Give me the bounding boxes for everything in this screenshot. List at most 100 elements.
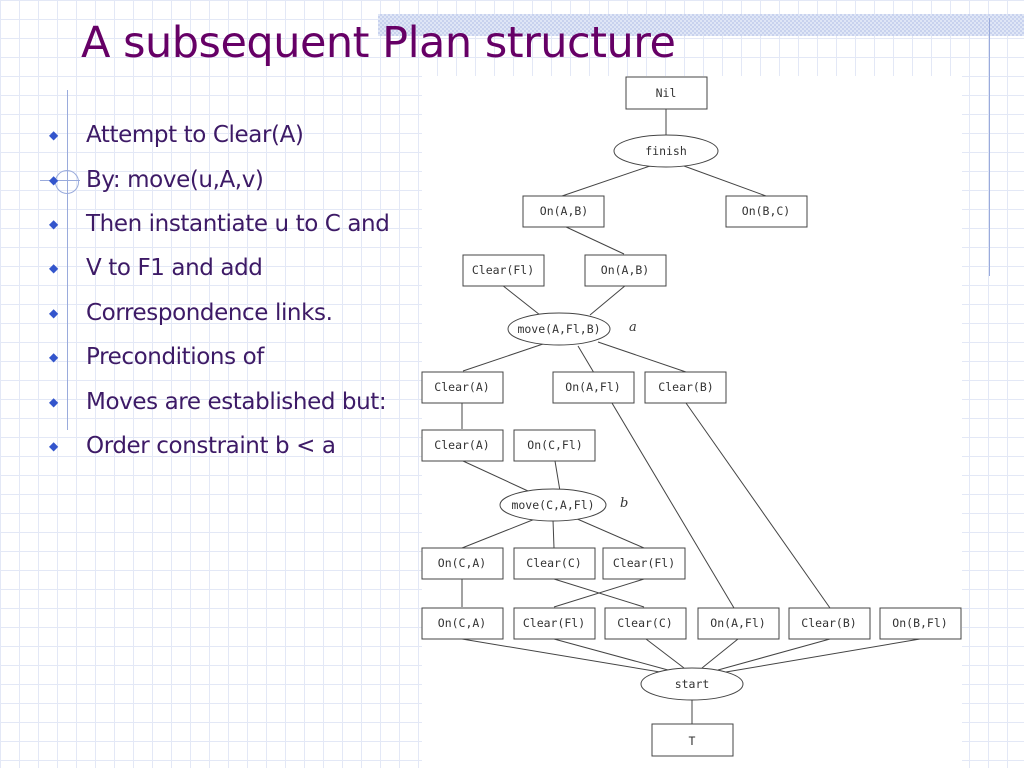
node-clear-b-pre-a	[644, 371, 727, 404]
node-start-on-a-fl	[697, 607, 780, 640]
node-nil	[625, 76, 708, 110]
node-label: Clear(A)	[434, 380, 489, 394]
diagram-panel	[422, 76, 962, 768]
diamond-icon: ◆	[49, 305, 59, 320]
node-start-clear-c	[604, 607, 687, 640]
bullet-text: By: move(u,A,v)	[86, 166, 264, 193]
node-on-c-fl-pre-b	[513, 429, 596, 462]
bullet-text: Attempt to Clear(A)	[86, 122, 304, 149]
bullet-item: ◆ Preconditions of	[49, 335, 389, 379]
node-label: Clear(A)	[434, 438, 489, 452]
bullet-item: ◆ Moves are established but:	[49, 379, 389, 423]
edge	[683, 165, 767, 197]
node-on-a-fl-pre-a	[552, 371, 635, 404]
node-start-on-c-a	[421, 607, 504, 640]
node-goal-on-a-b	[522, 195, 605, 228]
edge	[685, 402, 831, 609]
node-label: Clear(Fl)	[523, 616, 585, 630]
edge	[462, 460, 529, 492]
node-label: T	[689, 734, 696, 748]
bullet-text: Then instantiate u to C and	[86, 210, 390, 237]
edge	[701, 638, 739, 669]
node-label: On(A,B)	[540, 204, 588, 218]
node-label: Clear(Fl)	[472, 263, 534, 277]
bullet-list: ◆Attempt to Clear(A) ◆By: move(u,A,v) ◆T…	[49, 113, 390, 468]
node-label: move(C,A,Fl)	[511, 498, 594, 512]
edge	[462, 343, 544, 372]
node-start-on-b-fl	[879, 607, 962, 640]
node-on-a-b-eff-a	[584, 254, 667, 287]
node-label: finish	[645, 144, 687, 158]
node-label: Clear(C)	[617, 616, 672, 630]
node-label: On(C,A)	[438, 556, 486, 570]
diamond-icon: ◆	[49, 438, 59, 453]
edge	[552, 519, 555, 549]
node-clear-a-eff-b	[421, 429, 504, 462]
bullet-text: Correspondence links.	[86, 299, 333, 326]
node-label: move(A,Fl,B)	[517, 322, 600, 336]
node-label: On(B,C)	[742, 204, 790, 218]
left-rule	[67, 90, 68, 430]
node-goal-on-b-c	[725, 195, 808, 228]
node-label: On(A,Fl)	[565, 380, 620, 394]
graph-edges	[461, 109, 921, 724]
bullet-item: ◆ Correspondence links.	[49, 291, 389, 335]
edge	[554, 460, 561, 492]
left-circle-ornament	[55, 170, 79, 194]
node-top	[651, 723, 734, 757]
node-label: On(A,Fl)	[710, 616, 765, 630]
bullet-text: Moves are established but:	[86, 388, 387, 415]
node-clear-a-pre-a	[421, 371, 504, 404]
edge	[645, 638, 685, 669]
node-move-b	[499, 488, 607, 522]
step-label-a: a	[629, 320, 637, 335]
node-label: Clear(Fl)	[613, 556, 675, 570]
bullet-item: ◆ Then instantiate u to C and	[49, 202, 390, 246]
node-label: Clear(C)	[526, 556, 581, 570]
node-clear-c-pre-b	[513, 547, 596, 580]
bullet-text: Order constraint b < a	[86, 432, 336, 459]
edge	[597, 341, 687, 373]
node-start-clear-b	[788, 607, 871, 640]
bullet-text: V to F1 and add	[86, 255, 263, 282]
step-label-b: b	[620, 496, 628, 511]
edge	[574, 517, 645, 549]
diamond-icon: ◆	[49, 350, 59, 365]
diamond-icon: ◆	[49, 216, 59, 231]
diamond-icon: ◆	[49, 172, 59, 187]
edge	[553, 638, 669, 671]
bullet-item: ◆ By: move(u,A,v)	[49, 157, 389, 201]
node-on-c-a-pre-b	[421, 547, 504, 580]
slide-title: A subsequent Plan structure	[81, 18, 676, 68]
edge	[589, 284, 627, 316]
node-move-a	[507, 312, 611, 346]
bullet-item: ◆ Order constraint b < a	[49, 424, 389, 468]
node-finish	[613, 134, 719, 168]
edge	[553, 578, 645, 608]
node-clear-fl-pre-b	[602, 547, 686, 580]
edge	[501, 284, 541, 316]
node-label: Clear(B)	[658, 380, 713, 394]
header-band	[378, 14, 1024, 36]
node-label: On(C,Fl)	[527, 438, 582, 452]
bullet-item: ◆ V to F1 and add	[49, 246, 389, 290]
edge	[461, 638, 661, 673]
node-label: start	[675, 677, 710, 691]
node-label: Clear(B)	[801, 616, 856, 630]
node-clear-fl-pre-a	[462, 254, 545, 287]
node-start	[640, 667, 744, 701]
bullet-item: ◆Attempt to Clear(A)	[49, 113, 389, 157]
node-label: On(A,B)	[601, 263, 649, 277]
node-label: On(C,A)	[438, 616, 486, 630]
right-rule	[989, 18, 990, 276]
node-label: Nil	[656, 86, 677, 100]
edge	[561, 165, 651, 197]
bullet-text: Preconditions of	[86, 344, 264, 371]
node-label: On(B,Fl)	[892, 616, 947, 630]
diamond-icon: ◆	[49, 394, 59, 409]
edge	[725, 638, 921, 673]
edge	[717, 638, 831, 671]
node-start-clear-fl	[513, 607, 596, 640]
diamond-icon: ◆	[49, 261, 59, 276]
